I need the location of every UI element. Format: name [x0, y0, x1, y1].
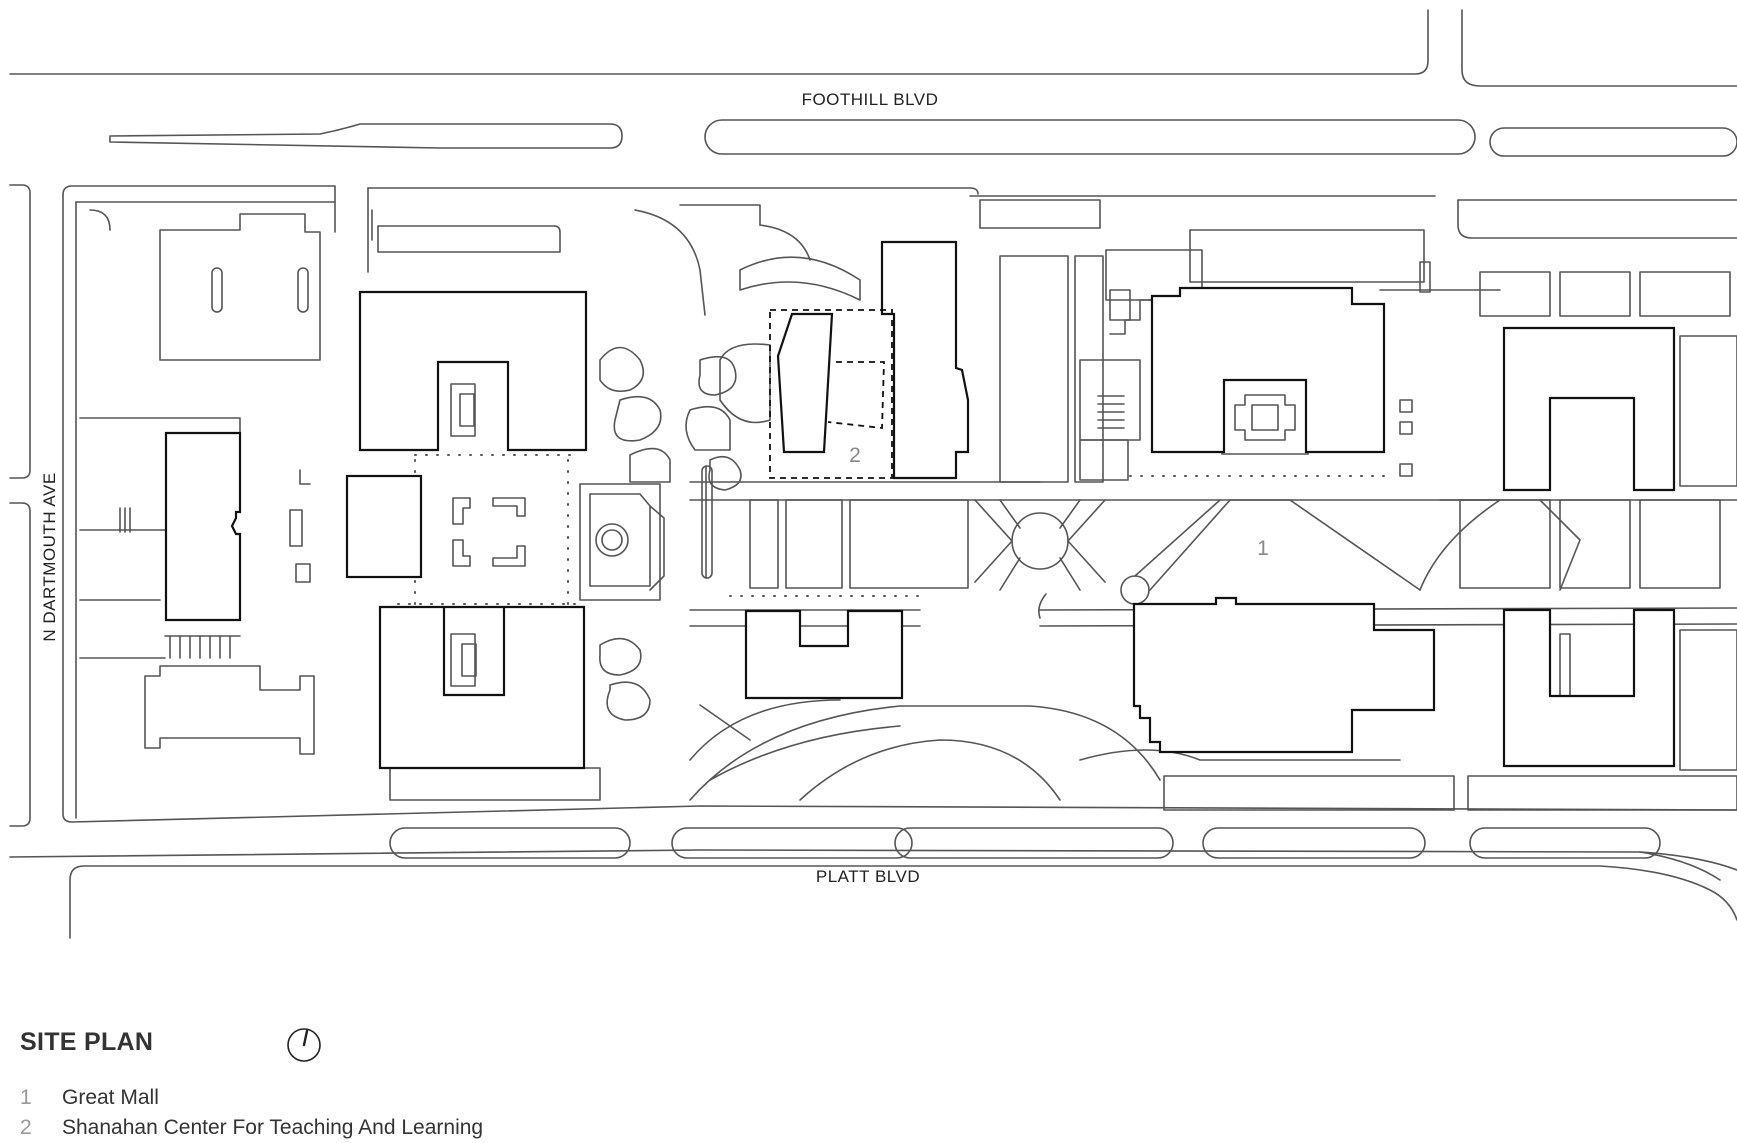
building-south-center [744, 609, 904, 700]
shanahan-center [776, 312, 834, 454]
building-nw [358, 290, 588, 452]
west-parking-area [79, 213, 321, 755]
north-arrow-icon [287, 1028, 321, 1062]
legend-label: Great Mall [62, 1086, 159, 1109]
building-west [164, 431, 242, 622]
building-sw [378, 605, 586, 770]
n-dartmouth-ave-road [9, 184, 31, 827]
building-se-center [1132, 596, 1436, 754]
legend-number: 1 [20, 1086, 32, 1109]
street-label-dartmouth: N DARTMOUTH AVE [40, 472, 59, 641]
site-plan-map: FOOTHILL BLVD PLATT BLVD N DARTMOUTH AVE… [9, 9, 1737, 939]
platt-blvd-road [9, 827, 1737, 939]
legend-number: 2 [20, 1116, 32, 1139]
building-north-center [880, 240, 970, 480]
legend-item: 1 Great Mall [20, 1083, 483, 1113]
building-east-north [1502, 326, 1676, 492]
foothill-blvd-road [9, 9, 1737, 157]
street-label-platt: PLATT BLVD [816, 867, 920, 886]
street-label-foothill: FOOTHILL BLVD [802, 90, 939, 109]
campus-boundary [62, 185, 1737, 823]
building-ne-center [1150, 286, 1386, 454]
building-footprints [164, 240, 1676, 770]
central-plaza [371, 204, 861, 721]
building-east-south [1502, 608, 1676, 768]
site-2-boundary [769, 309, 893, 479]
marker-shanahan-center: 2 [849, 444, 861, 467]
marker-great-mall: 1 [1257, 537, 1269, 560]
legend-label: Shanahan Center For Teaching And Learnin… [62, 1116, 484, 1139]
building-center-west [345, 474, 423, 579]
site-plan-title: SITE PLAN [20, 1028, 154, 1056]
legend-item: 2 Shanahan Center For Teaching And Learni… [20, 1113, 483, 1143]
lawn-blocks [389, 199, 1737, 811]
legend: 1 Great Mall 2 Shanahan Center For Teachin… [20, 1083, 483, 1143]
